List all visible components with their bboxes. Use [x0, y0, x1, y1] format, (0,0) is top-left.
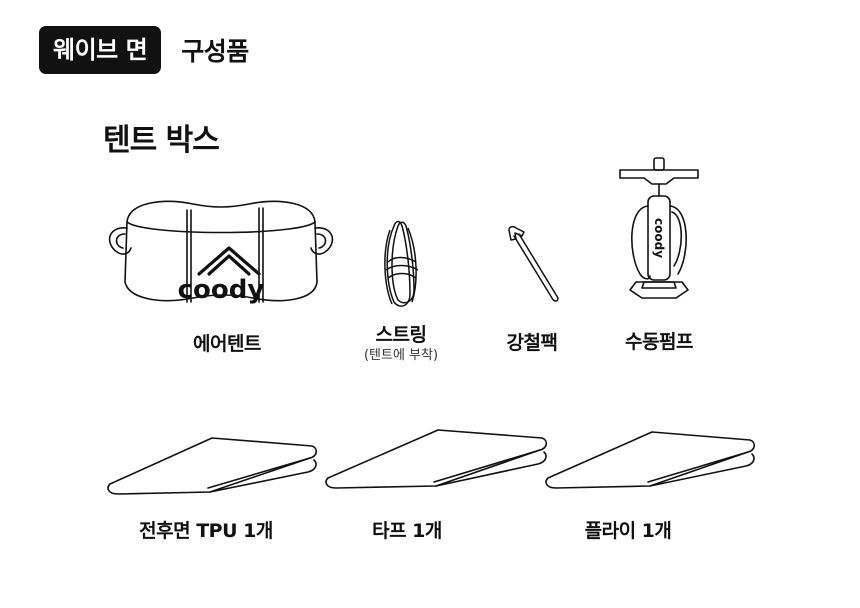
item-label-tent: 에어텐트 — [193, 333, 261, 355]
hand-pump-icon: coody — [614, 154, 704, 302]
header: 웨이브 면 구성품 — [39, 26, 249, 74]
steel-peg-icon — [502, 222, 566, 306]
header-badge: 웨이브 면 — [39, 26, 162, 74]
item-label-pump: 수동펌프 — [625, 331, 693, 353]
folded-sheet-icon — [542, 428, 760, 494]
tent-bag-icon: coody — [103, 192, 339, 305]
pump-brand-logo: coody — [652, 218, 666, 258]
item-sublabel-string: (텐트에 부착) — [363, 348, 439, 363]
folded-sheet-icon — [322, 426, 552, 494]
sheet-label-tarp: 타프 1개 — [372, 520, 442, 542]
item-label-string: 스트링 — [375, 324, 427, 346]
folded-sheet-icon — [104, 434, 320, 498]
section-title: 텐트 박스 — [103, 123, 220, 158]
sheet-label-tpu: 전후면 TPU 1개 — [139, 520, 273, 542]
rope-coil-icon — [380, 218, 424, 310]
header-title: 구성품 — [181, 37, 249, 66]
item-label-peg: 강철팩 — [506, 332, 558, 354]
tent-brand-logo: coody — [178, 275, 265, 305]
sheet-label-fly: 플라이 1개 — [584, 520, 672, 542]
